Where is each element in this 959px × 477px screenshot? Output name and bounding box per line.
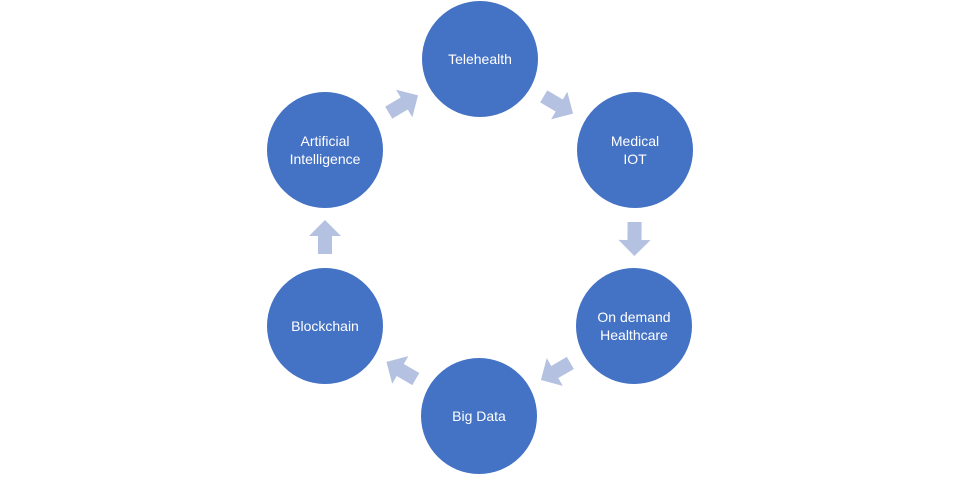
node-circle bbox=[267, 92, 383, 208]
node-label: On demand bbox=[597, 309, 670, 325]
node-circle bbox=[421, 358, 537, 474]
arrow-blockchain-to-artificial-intelligence bbox=[309, 220, 341, 254]
arrow-icon bbox=[386, 356, 420, 386]
node-telehealth: Telehealth bbox=[422, 1, 538, 117]
node-label: Artificial bbox=[300, 133, 349, 149]
node-circle bbox=[422, 1, 538, 117]
node-label: Telehealth bbox=[448, 51, 512, 67]
arrow-on-demand-healthcare-to-big-data bbox=[540, 356, 574, 386]
node-label: Blockchain bbox=[291, 318, 359, 334]
node-blockchain: Blockchain bbox=[267, 268, 383, 384]
node-label: Medical bbox=[611, 133, 659, 149]
arrow-big-data-to-blockchain bbox=[386, 356, 420, 386]
node-big-data: Big Data bbox=[421, 358, 537, 474]
arrow-telehealth-to-medical-iot bbox=[540, 90, 574, 120]
node-circle bbox=[576, 268, 692, 384]
arrow-artificial-intelligence-to-telehealth bbox=[385, 89, 419, 119]
node-label: Healthcare bbox=[600, 327, 668, 343]
node-circle bbox=[267, 268, 383, 384]
arrow-icon bbox=[618, 221, 651, 256]
node-label: Intelligence bbox=[290, 151, 361, 167]
arrow-icon bbox=[309, 220, 341, 254]
node-label: IOT bbox=[623, 151, 647, 167]
arrow-icon bbox=[385, 89, 419, 119]
node-circle bbox=[577, 92, 693, 208]
arrow-icon bbox=[540, 356, 574, 386]
arrow-icon bbox=[540, 90, 574, 120]
arrow-medical-iot-to-on-demand-healthcare bbox=[618, 221, 651, 256]
node-label: Big Data bbox=[452, 408, 506, 424]
